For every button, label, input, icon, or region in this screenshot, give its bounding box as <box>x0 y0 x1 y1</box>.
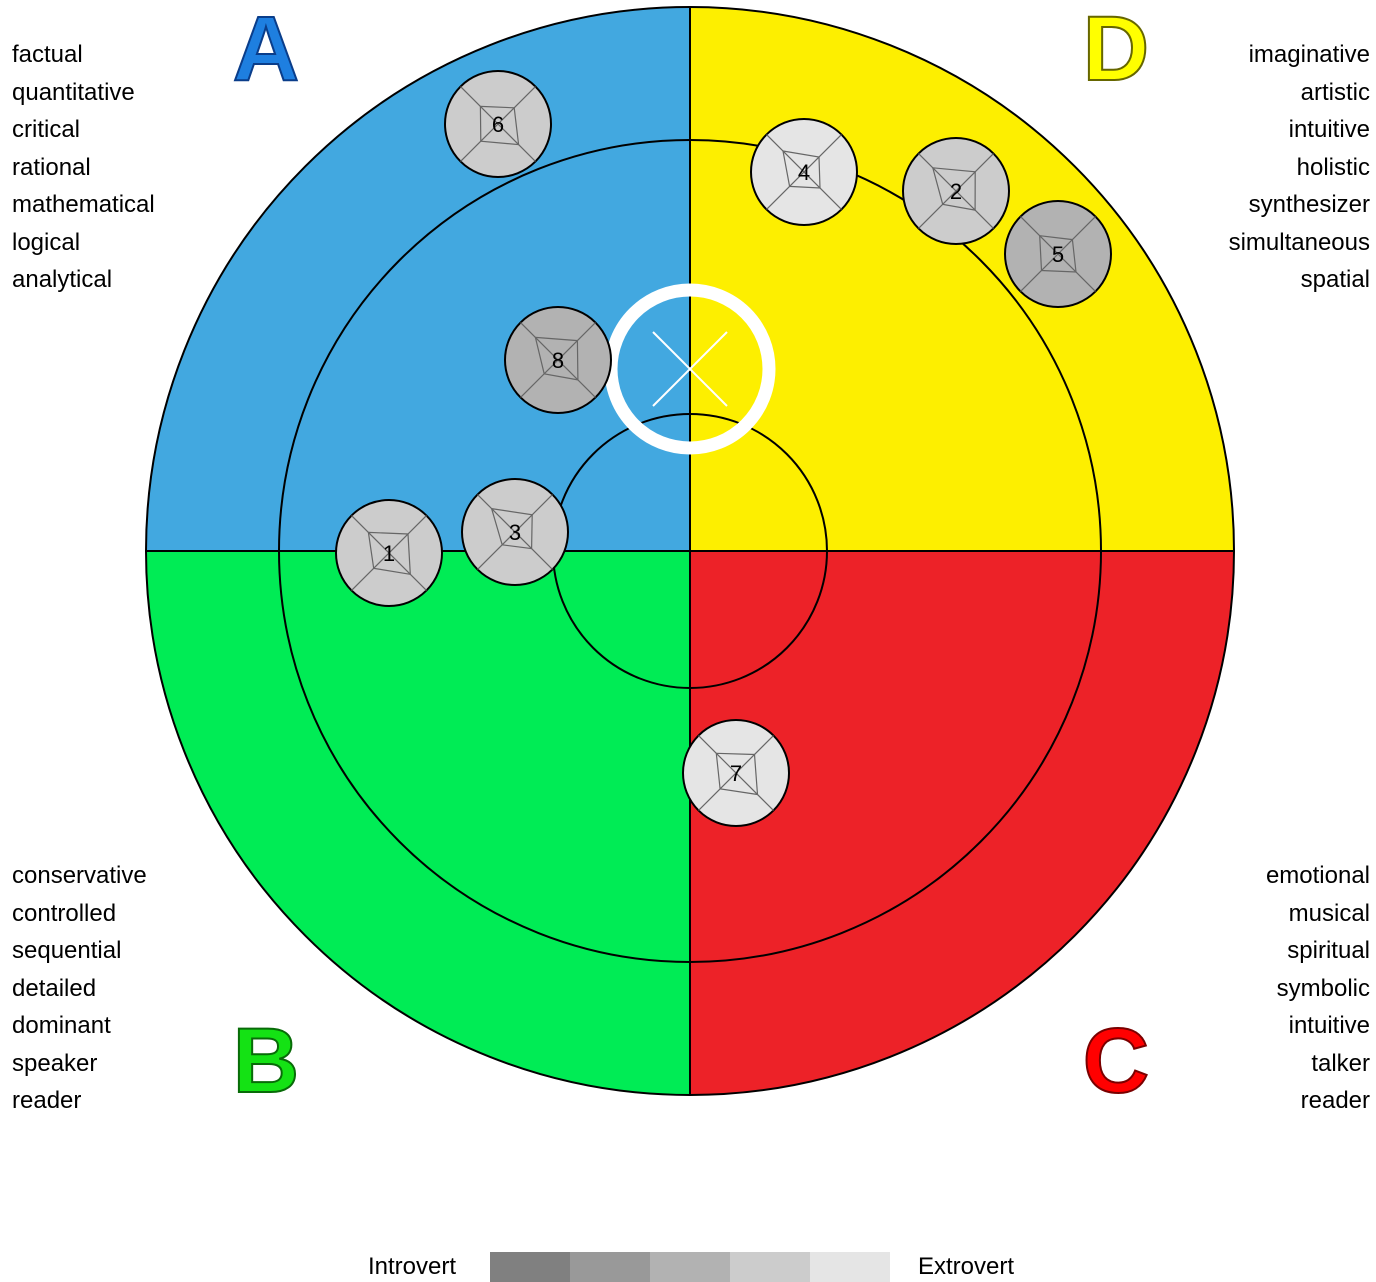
legend-swatch-3 <box>650 1252 730 1282</box>
trait-item: intuitive <box>1288 1012 1370 1039</box>
legend-swatch-4 <box>730 1252 810 1282</box>
quadrant-a <box>146 7 690 551</box>
quadrant-letter-c: C <box>1083 1010 1149 1112</box>
trait-item: logical <box>12 228 81 256</box>
quadrant-letter-a: A <box>233 0 299 100</box>
marker-label: 5 <box>1052 242 1064 267</box>
trait-item: critical <box>12 116 81 143</box>
marker-label: 1 <box>383 541 395 566</box>
quadrant-d <box>690 7 1234 551</box>
quadrant-letter-d: D <box>1083 0 1149 100</box>
marker-label: 8 <box>552 348 564 373</box>
traits-d: imaginative artistic intuitive holistic … <box>1229 36 1370 299</box>
introvert-extrovert-scale <box>490 1252 890 1282</box>
marker-label: 6 <box>492 112 504 137</box>
marker-label: 7 <box>730 761 742 786</box>
marker-2: 2 <box>902 137 1010 245</box>
trait-item: factual <box>12 41 83 68</box>
marker-label: 2 <box>950 179 962 204</box>
marker-label: 3 <box>509 520 521 545</box>
trait-item: simultaneous <box>1228 228 1370 256</box>
traits-c: emotional musical spiritual symbolic int… <box>1266 857 1370 1120</box>
trait-item: synthesizer <box>1248 191 1370 218</box>
traits-b: conservative controlled sequential detai… <box>12 857 147 1120</box>
trait-item: mathematical <box>12 191 155 218</box>
trait-item: reader <box>12 1087 82 1114</box>
trait-item: controlled <box>12 899 117 927</box>
trait-item: reader <box>1300 1087 1370 1114</box>
marker-8: 8 <box>504 306 612 414</box>
marker-label: 4 <box>798 160 810 185</box>
trait-item: spatial <box>1300 266 1370 293</box>
trait-item: speaker <box>12 1049 98 1077</box>
quadrant-letter-b: B <box>233 1010 299 1112</box>
marker-7: 7 <box>682 719 790 827</box>
markers-layer: 1 2 3 4 5 6 7 8 <box>335 70 1112 827</box>
trait-item: talker <box>1311 1049 1370 1077</box>
trait-item: musical <box>1288 899 1370 927</box>
trait-item: sequential <box>12 937 122 964</box>
marker-6: 6 <box>444 70 552 178</box>
marker-3: 3 <box>461 478 569 586</box>
trait-item: imaginative <box>1248 41 1370 68</box>
quadrant-b <box>146 551 690 1095</box>
trait-item: conservative <box>12 862 147 889</box>
legend-introvert-label: Introvert <box>368 1253 457 1280</box>
trait-item: quantitative <box>12 78 135 106</box>
legend-swatch-5 <box>810 1252 890 1282</box>
marker-5: 5 <box>1004 200 1112 308</box>
trait-item: analytical <box>12 266 113 293</box>
trait-item: artistic <box>1300 78 1370 106</box>
trait-item: symbolic <box>1276 974 1370 1002</box>
quadrant-c <box>690 551 1234 1095</box>
legend-swatch-1 <box>490 1252 570 1282</box>
trait-item: rational <box>12 153 91 181</box>
legend-swatch-2 <box>570 1252 650 1282</box>
marker-1: 1 <box>335 499 443 607</box>
trait-item: holistic <box>1296 153 1370 181</box>
trait-item: spiritual <box>1287 937 1370 964</box>
traits-a: factual quantitative critical rational m… <box>12 36 155 299</box>
trait-item: intuitive <box>1288 116 1370 143</box>
trait-item: dominant <box>12 1012 111 1039</box>
trait-item: detailed <box>12 974 97 1002</box>
trait-item: emotional <box>1265 862 1370 889</box>
legend-extrovert-label: Extrovert <box>918 1253 1015 1280</box>
marker-4: 4 <box>750 118 858 226</box>
